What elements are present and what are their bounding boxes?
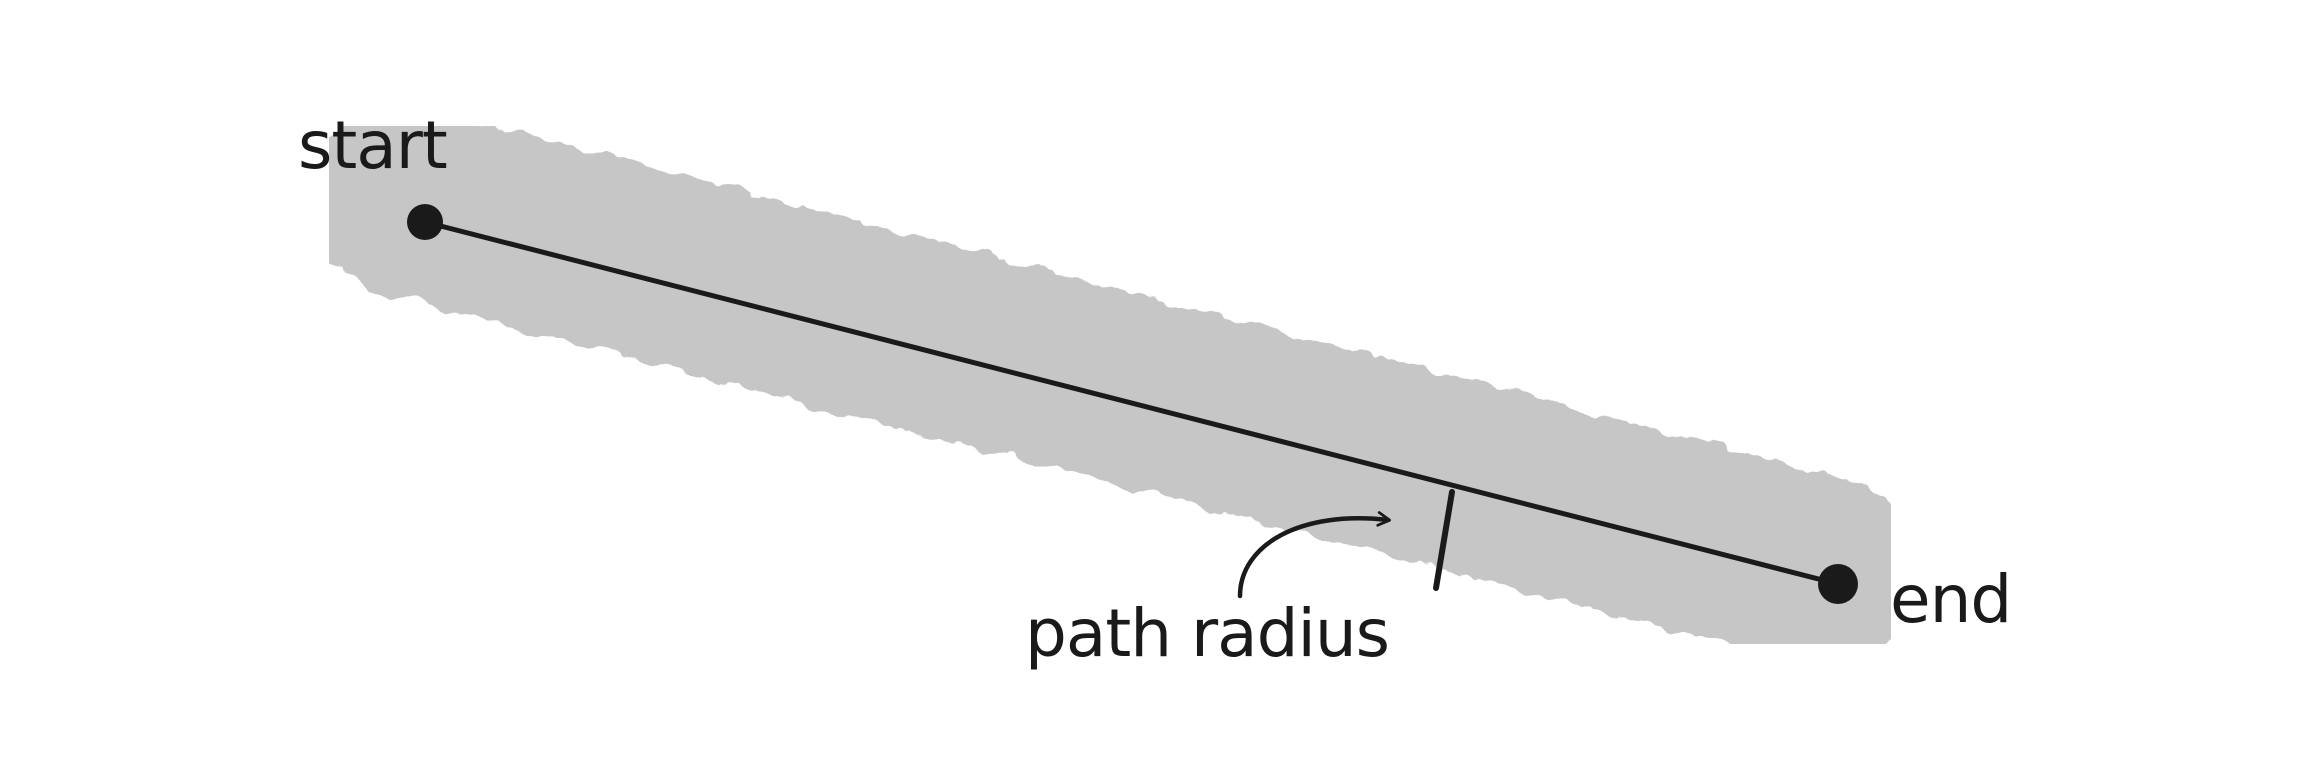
- path-radius-band: [305, 105, 1915, 665]
- path-radius-label: path radius: [1025, 595, 1389, 672]
- end-label: end: [1890, 561, 2011, 638]
- start-label: start: [298, 107, 447, 184]
- radius-arrow: [1237, 511, 1391, 599]
- path-segment-line: [422, 219, 1841, 587]
- radius-tick-mark: [1433, 489, 1455, 591]
- end-point: [1818, 564, 1858, 604]
- start-point: [407, 204, 443, 240]
